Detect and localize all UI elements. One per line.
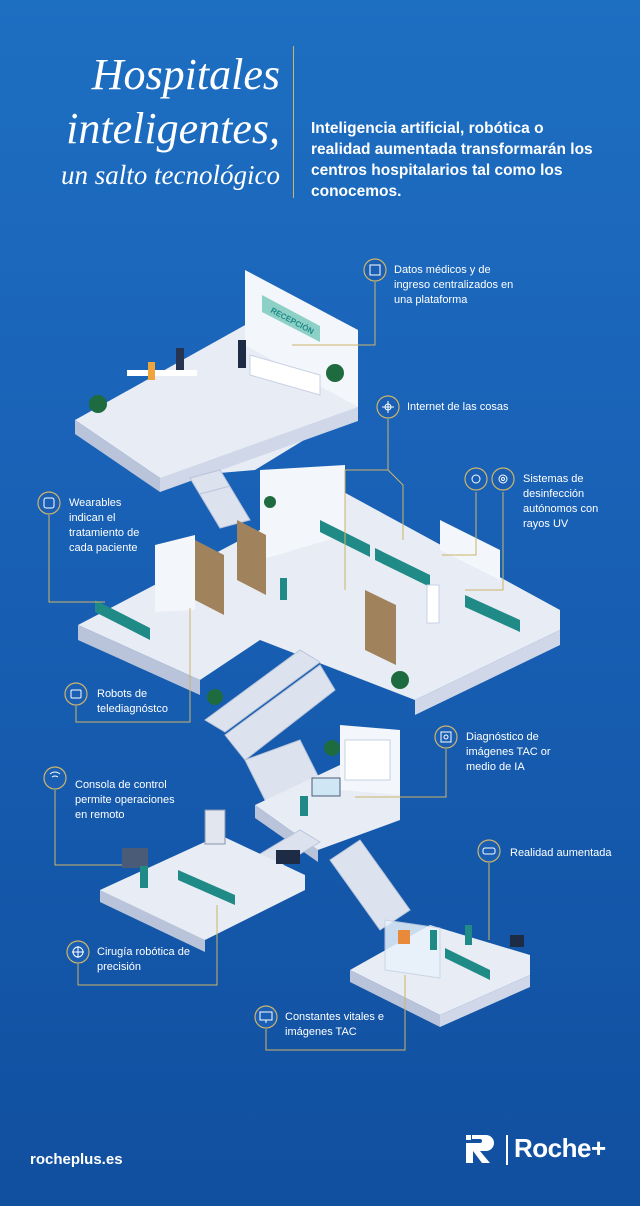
title-divider xyxy=(293,46,294,198)
reception-floor: RECEPCIÓN xyxy=(75,270,358,492)
label-augmented-reality: Realidad aumentada xyxy=(510,847,612,859)
logo-separator xyxy=(506,1135,508,1165)
ai-floor xyxy=(255,725,400,862)
robotic-surgery-floor xyxy=(100,809,305,952)
subtitle: Inteligencia artificial, robótica o real… xyxy=(311,120,593,200)
brand-wordmark: Roche+ xyxy=(514,1133,606,1163)
5g-icon xyxy=(43,766,67,790)
label-vital-signs: Constantes vitales e imágenes TAC xyxy=(285,1011,385,1038)
label-iot: Internet de las cosas xyxy=(407,401,509,413)
label-remote-console: Consola de control permite operaciones e… xyxy=(75,779,175,821)
scan-icon xyxy=(434,725,458,749)
sensor-icon xyxy=(464,467,488,491)
label-centralized-data: Datos médicos y de ingreso centralizados… xyxy=(394,264,514,306)
robot-icon xyxy=(64,682,88,706)
database-icon xyxy=(363,258,387,282)
uv-disinfection-icon xyxy=(491,467,515,491)
label-wearables: Wearables indican el tratamiento de cada… xyxy=(69,497,140,554)
label-robotic-surgery: Cirugía robótica de precisión xyxy=(97,946,190,973)
website-link[interactable]: rocheplus.es xyxy=(30,1151,123,1168)
monitor-icon xyxy=(254,1005,278,1029)
wearable-icon xyxy=(37,491,61,515)
label-ai-diagnostics: Diagnóstico de imágenes TAC or medio de … xyxy=(466,731,551,773)
title-line-2: inteligentes, xyxy=(66,104,280,153)
stairs-1 xyxy=(189,469,251,529)
ward-floor xyxy=(78,465,560,715)
main-title: Hospitales inteligentes, un salto tecnol… xyxy=(30,48,280,192)
ar-surgery-floor xyxy=(350,919,530,1027)
vr-headset-icon xyxy=(477,839,501,863)
callout-lines xyxy=(48,282,504,1051)
title-line-3: un salto tecnológico xyxy=(61,160,280,190)
stairs-2 xyxy=(204,649,336,811)
roche-plus-logo: Roche+ xyxy=(466,1131,606,1171)
roche-r-icon xyxy=(466,1135,494,1163)
title-line-1: Hospitales xyxy=(91,50,280,99)
label-telediagnosis-robots: Robots de telediagnóstco xyxy=(97,688,168,715)
label-uv-disinfection: Sistemas de desinfección autónomos con r… xyxy=(523,473,599,530)
